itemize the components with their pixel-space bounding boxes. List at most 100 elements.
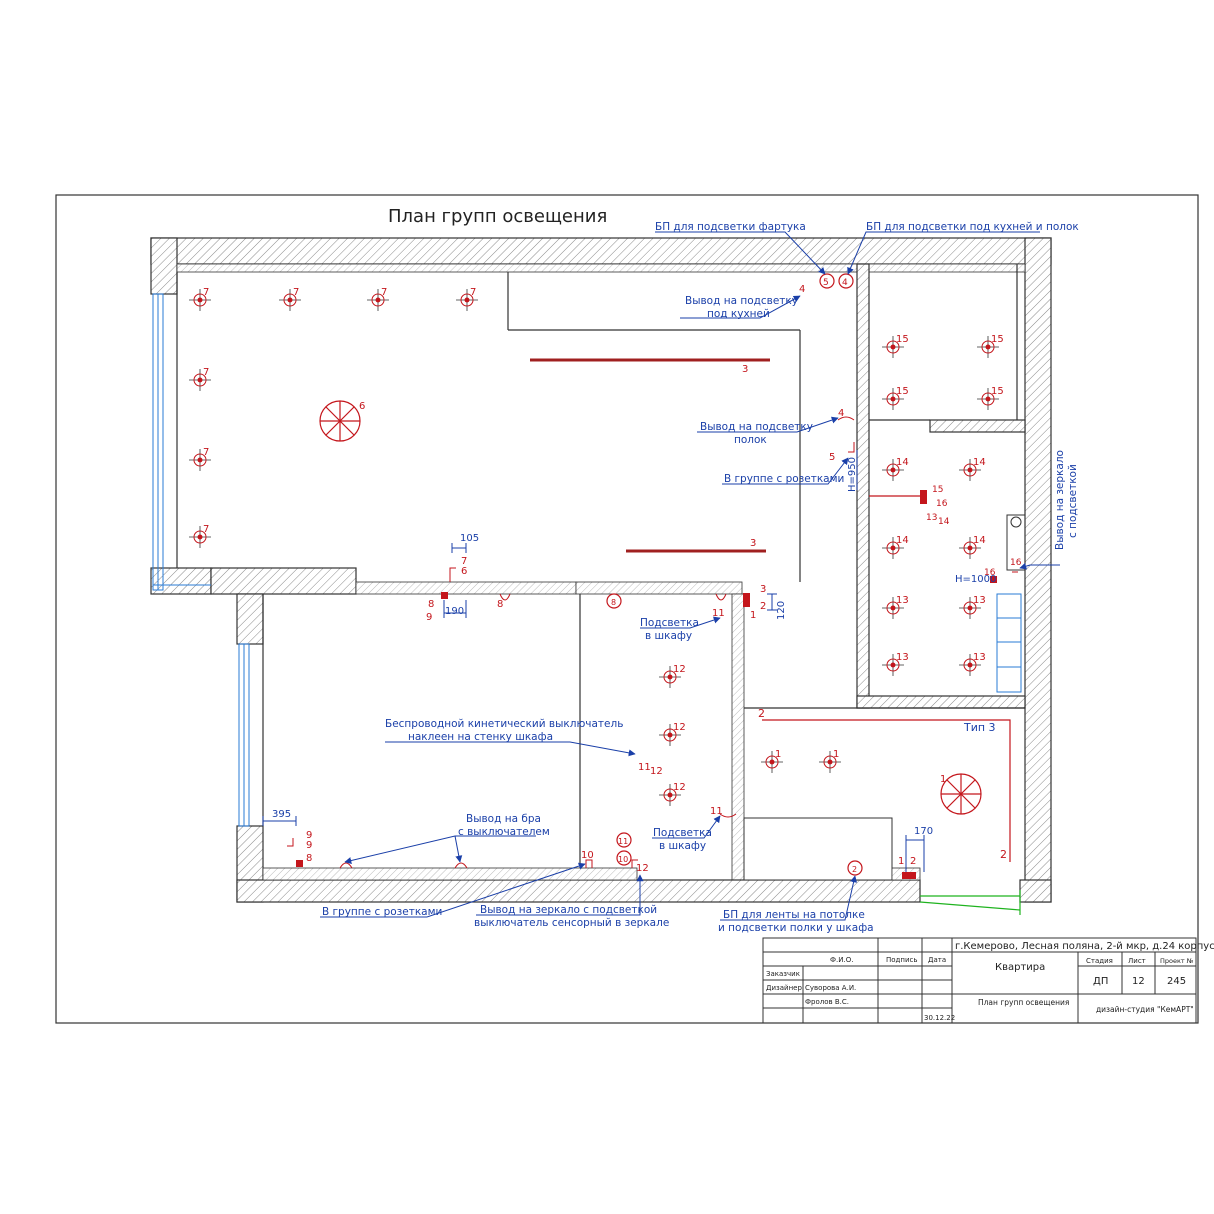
spot-group-label: 13 [896,595,909,606]
svg-text:8: 8 [306,853,312,864]
tb-col-sign: Подпись [886,956,918,964]
ceiling-spot: 15 [977,386,1004,410]
annotation-wireless-2: наклеен на стенку шкафа [408,731,553,743]
ceiling-spot: 7 [456,287,478,311]
tb-date: 30.12.22 [924,1014,955,1022]
spot-group-label: 15 [991,334,1004,345]
spot-group-label: 14 [896,535,909,546]
tb-stage: ДП [1093,976,1108,987]
ceiling-spot: 13 [959,595,986,619]
tb-col-project: Проект № [1160,957,1194,965]
ceiling-spot: 14 [882,457,909,481]
tb-sheet-name: План групп освещения [978,998,1069,1007]
spot-group-label: 14 [973,457,986,468]
annotation-bra-2: с выключателем [458,826,550,838]
marker-label: 8 [611,598,616,607]
spot-group-label: 1 [775,749,781,760]
svg-text:8: 8 [497,599,503,610]
tb-row-customer: Заказчик [766,970,800,978]
annotation-shkaf2-2: в шкафу [659,840,706,852]
svg-text:10: 10 [581,850,594,861]
svg-text:1: 1 [898,856,904,867]
height-950: H=950 [847,457,858,492]
spot-group-label: 15 [896,334,909,345]
spot-group-label: 14 [896,457,909,468]
svg-text:11: 11 [712,608,725,619]
marker-label: 2 [852,865,857,874]
svg-text:3: 3 [760,584,766,595]
svg-text:4: 4 [838,408,844,419]
svg-text:11: 11 [638,762,651,773]
spot-group-label: 7 [470,287,476,298]
chandelier-living [319,400,361,442]
ceiling-spot: 7 [189,447,211,471]
spot-group-label: 7 [203,367,209,378]
annotation-shkaf1-2: в шкафу [645,630,692,642]
svg-text:9: 9 [306,830,312,841]
group-label: 6 [359,401,365,412]
spot-group-label: 12 [673,782,686,793]
svg-text:2: 2 [910,856,916,867]
ceiling-spot: 7 [189,287,211,311]
spot-group-label: 12 [673,722,686,733]
annotation-vyvod-zerkalo-2: с подсветкой [1067,464,1079,538]
wall-outlets [287,416,1018,869]
svg-text:13: 13 [926,513,937,523]
strip-type-label: Тип 3 [963,721,996,734]
annotation-wireless-1: Беспроводной кинетический выключатель [385,718,623,730]
height-1000: H=1000 [955,574,996,585]
spot-group-label: 12 [673,664,686,675]
annotation-shkaf1-1: Подсветка [640,617,699,629]
led-strips [530,358,770,553]
spot-group-label: 15 [991,386,1004,397]
svg-text:12: 12 [650,766,663,777]
tb-col-stage: Стадия [1086,957,1113,965]
ceiling-spot: 7 [279,287,301,311]
spot-group-label: 13 [973,595,986,606]
dimension-170: 170 [914,826,933,837]
marker-label: 4 [842,278,848,288]
tb-second-name: Фролов В.С. [805,998,849,1006]
svg-text:6: 6 [461,566,467,577]
tb-object: Квартира [995,962,1045,973]
ceiling-spot: 14 [959,457,986,481]
ceiling-spot: 12 [659,782,686,806]
walls [150,237,1052,903]
tb-project: 245 [1167,976,1186,987]
annotation-mirror-sensor-2: выключатель сенсорный в зеркале [474,917,669,929]
tb-address: г.Кемерово, Лесная поляна, 2-й мкр, д.24… [955,941,1214,952]
annotation-bp-fartuk: БП для подсветки фартука [655,221,806,233]
sheet-frame [55,194,1199,1024]
room-outlines [176,264,1025,868]
tb-row-designer: Дизайнер [766,984,802,992]
leader-lines [320,231,1060,921]
spot-group-label: 7 [203,287,209,298]
ceiling-spot: 13 [882,595,909,619]
svg-text:12: 12 [636,863,649,874]
title-block-text: г.Кемерово, Лесная поляна, 2-й мкр, д.24… [766,941,1214,1022]
group-label: 3 [750,538,756,549]
svg-text:16: 16 [936,499,948,509]
annotation-vyvod-kitchen-1: Вывод на подсветку [685,295,798,307]
spot-group-label: 15 [896,386,909,397]
spot-group-label: 13 [973,652,986,663]
svg-text:11: 11 [710,806,723,817]
annotation-bra-1: Вывод на бра [466,813,541,825]
annotations: БП для подсветки фартука БП для подсветк… [322,221,1079,934]
bathroom-shelf [996,514,1026,693]
windows [152,293,250,827]
ceiling-spot: 1 [819,749,841,773]
ceiling-spot: 15 [977,334,1004,358]
svg-text:7: 7 [461,556,467,567]
ceiling-spot: 14 [882,535,909,559]
svg-text:8: 8 [428,599,434,610]
ceiling-spot: 13 [959,652,986,676]
tb-sheet: 12 [1132,976,1145,987]
annotation-vyvod-polok-2: полок [734,434,767,446]
ceiling-spot: 12 [659,722,686,746]
ceiling-spot: 7 [189,524,211,548]
balcony-door [919,890,1021,915]
dimension-190: 190 [445,606,464,617]
